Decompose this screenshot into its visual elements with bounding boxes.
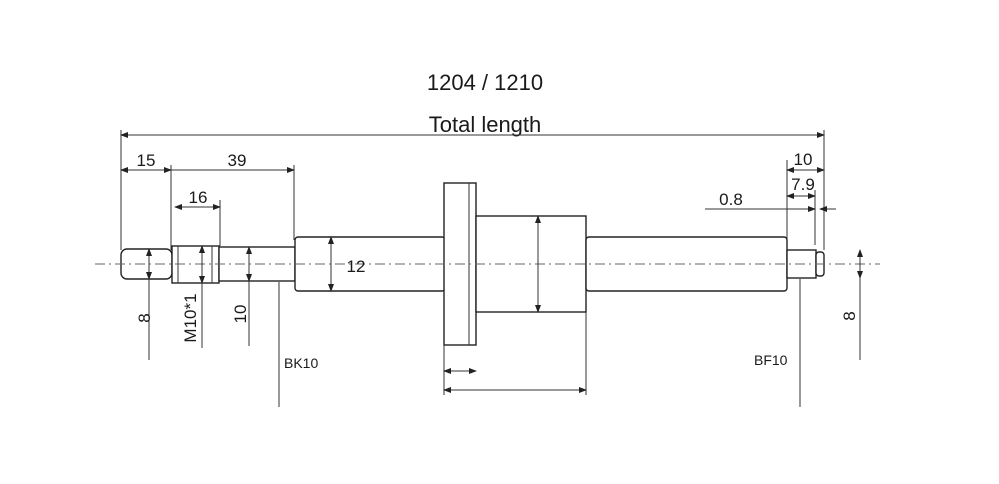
- dim-39: 39: [228, 151, 247, 170]
- dim-7-9: 7.9: [791, 175, 815, 194]
- dim-0-8: 0.8: [719, 190, 743, 209]
- dim-12: 12: [347, 257, 366, 276]
- dim-10-right: 10: [794, 150, 813, 169]
- support-left-label: BK10: [284, 355, 318, 371]
- title: 1204 / 1210: [427, 70, 543, 95]
- dim-16: 16: [189, 188, 208, 207]
- dim-10-left: 10: [231, 305, 250, 324]
- dim-8-right: 8: [840, 311, 859, 320]
- total-length-label: Total length: [429, 112, 542, 137]
- dim-m10: M10*1: [181, 293, 200, 342]
- dim-15: 15: [137, 151, 156, 170]
- support-right-label: BF10: [754, 352, 788, 368]
- dim-8-left: 8: [135, 313, 154, 322]
